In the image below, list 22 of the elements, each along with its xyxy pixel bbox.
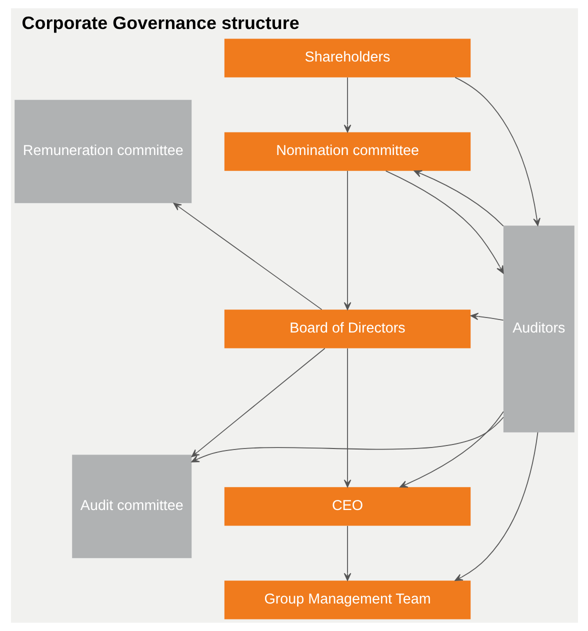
- arrow: [413, 170, 504, 227]
- arrow: [399, 411, 504, 488]
- arrow: [343, 170, 351, 310]
- arrow: [470, 312, 504, 321]
- diagram-title: Corporate Governance structure: [21, 12, 299, 33]
- arrow: [172, 202, 322, 310]
- arrow: [454, 432, 538, 581]
- arrow: [343, 77, 351, 133]
- arrow: [190, 416, 504, 462]
- node-box: Group Management Team: [224, 580, 470, 620]
- node-box: Shareholders: [224, 38, 470, 78]
- node-box: CEO: [224, 487, 470, 526]
- arrow: [384, 170, 504, 274]
- node-box: Audit committee: [72, 454, 192, 558]
- arrow: [343, 525, 351, 581]
- arrow: [190, 348, 325, 458]
- node-box: Nomination committee: [224, 132, 470, 171]
- arrow: [454, 77, 540, 226]
- node-box: Remuneration committee: [14, 100, 192, 204]
- arrow: [343, 348, 351, 488]
- node-box: Auditors: [502, 226, 574, 432]
- node-box: Board of Directors: [224, 310, 470, 348]
